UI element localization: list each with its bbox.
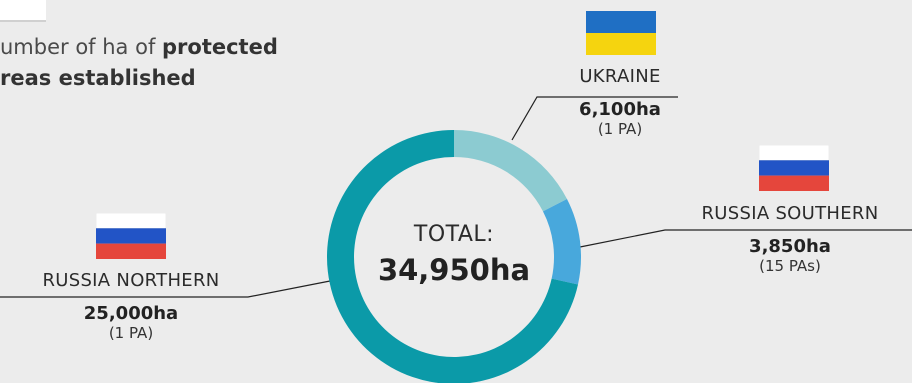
slice-value-ukraine: 6,100ha	[579, 99, 661, 120]
slice-pa-russia-northern: (1 PA)	[108, 324, 154, 342]
leader-line-russia-northern	[0, 280, 331, 298]
leader-line-russia-southern	[579, 229, 912, 248]
slice-pa-ukraine: (1 PA)	[597, 120, 643, 138]
slice-russia-southern	[542, 199, 582, 285]
headline: umber of ha of protected reas establishe…	[0, 32, 360, 94]
center-total-value: 34,950ha	[377, 253, 531, 287]
slice-value-russia-northern: 25,000ha	[83, 303, 179, 324]
label-russia-southern: RUSSIA SOUTHERN 3,850ha (15 PAs)	[668, 203, 912, 275]
slice-name-ukraine: UKRAINE	[579, 66, 661, 87]
leader-line-ukraine	[511, 96, 678, 141]
label-russia-northern: RUSSIA NORTHERN 25,000ha (1 PA)	[0, 270, 262, 342]
slice-value-russia-southern: 3,850ha	[749, 236, 831, 257]
headline-bold-1: protected	[162, 35, 278, 59]
russia-flag-icon-southern	[759, 145, 829, 191]
slice-name-russia-northern: RUSSIA NORTHERN	[42, 270, 220, 291]
headline-text-1: umber of ha of	[0, 35, 163, 59]
russia-flag-icon-northern	[96, 213, 166, 259]
headline-bold-2: reas established	[0, 66, 196, 90]
ukraine-flag-icon	[586, 11, 656, 55]
top-tab	[0, 0, 46, 22]
slice-pa-russia-southern: (15 PAs)	[759, 257, 821, 275]
slice-ukraine	[454, 130, 567, 212]
center-total-label: TOTAL:	[413, 222, 495, 247]
label-ukraine: UKRAINE 6,100ha (1 PA)	[560, 66, 680, 138]
slice-name-russia-southern: RUSSIA SOUTHERN	[701, 203, 879, 224]
